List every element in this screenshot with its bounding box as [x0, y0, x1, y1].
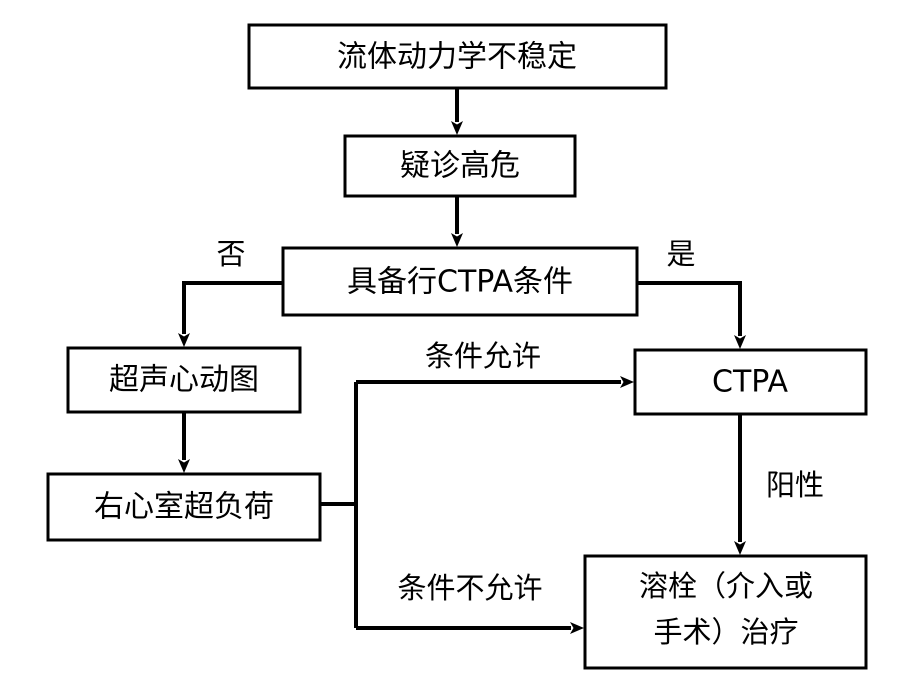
- node-treatment-label-line1: 溶栓（介入或: [639, 569, 813, 603]
- node-echocardiogram[interactable]: 超声心动图: [66, 346, 302, 414]
- edge-decision-no-to-echo: [178, 281, 283, 347]
- node-rv-overload-label: 右心室超负荷: [94, 490, 274, 525]
- node-ctpa-eligible-label: 具备行CTPA条件: [347, 265, 573, 300]
- node-ctpa-label: CTPA: [712, 365, 788, 400]
- edge-decision-yes-to-ctpa: [637, 281, 746, 349]
- node-ctpa[interactable]: CTPA: [633, 348, 868, 416]
- node-hemodynamic-instability[interactable]: 流体动力学不稳定: [247, 23, 668, 90]
- node-echocardiogram-label: 超声心动图: [109, 363, 259, 398]
- node-hemodynamic-instability-label: 流体动力学不稳定: [337, 40, 577, 75]
- node-treatment[interactable]: 溶栓（介入或 手术）治疗: [583, 554, 868, 670]
- node-ctpa-eligible[interactable]: 具备行CTPA条件: [281, 246, 639, 317]
- edge-label-conditions-permit: 条件允许: [425, 339, 541, 373]
- edge-label-positive: 阳性: [766, 468, 824, 502]
- node-rv-overload[interactable]: 右心室超负荷: [46, 472, 322, 542]
- node-treatment-label-line2: 手术）治疗: [653, 615, 798, 649]
- edge-label-yes: 是: [666, 237, 695, 271]
- edge-label-no: 否: [216, 237, 245, 271]
- edge-label-conditions-not-permit: 条件不允许: [397, 571, 542, 605]
- node-suspected-high-risk[interactable]: 疑诊高危: [343, 134, 577, 198]
- node-suspected-high-risk-label: 疑诊高危: [400, 149, 520, 184]
